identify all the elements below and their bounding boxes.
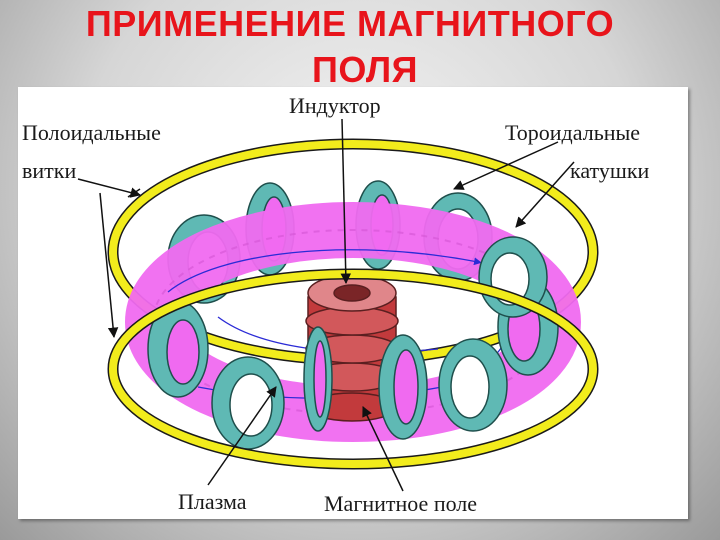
label-inductor: Индуктор: [289, 93, 381, 118]
tokamak-illustration: [77, 118, 599, 492]
tokamak-diagram: Полоидальные витки Индуктор Тороидальные…: [18, 87, 688, 519]
label-poloidal-line1: Полоидальные: [22, 120, 161, 145]
slide-title-line1: ПРИМЕНЕНИЕ МАГНИТНОГО: [85, 3, 615, 44]
label-pointers: [77, 118, 575, 492]
label-plasma: Плазма: [178, 489, 247, 514]
label-toroidal-line1: Тороидальные: [505, 120, 641, 145]
poloidal-ring-lower: [107, 268, 599, 470]
slide-title-line2: ПОЛЯ: [311, 49, 419, 90]
label-toroidal-line2: катушки: [570, 158, 650, 183]
label-magnetic-field: Магнитное поле: [324, 491, 478, 516]
label-poloidal-line2: витки: [22, 158, 77, 183]
